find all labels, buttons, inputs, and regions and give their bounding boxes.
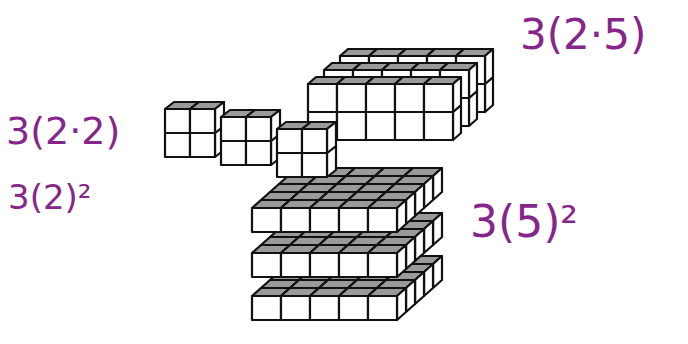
cube-face xyxy=(277,153,302,177)
cube-face xyxy=(221,117,246,141)
block-2x2 xyxy=(221,110,280,165)
cube-face xyxy=(433,213,442,245)
cube-face xyxy=(424,264,433,296)
cube-face xyxy=(281,253,310,277)
cube-face xyxy=(327,122,336,153)
cube-face xyxy=(485,49,493,84)
cube-face xyxy=(246,117,271,141)
cube-face xyxy=(395,112,424,140)
cube-face xyxy=(252,208,281,232)
cube-face xyxy=(310,208,339,232)
cube-face xyxy=(424,221,433,253)
cube-face xyxy=(281,208,310,232)
cube-face xyxy=(310,296,339,320)
cube-face xyxy=(368,296,397,320)
cube-face xyxy=(424,112,453,140)
handwritten-label: 3(2)² xyxy=(8,180,91,214)
cube-face xyxy=(337,112,366,140)
handwritten-label: 3(5)² xyxy=(470,200,578,244)
cube-face xyxy=(339,253,368,277)
cube-face xyxy=(424,84,453,112)
cube-face xyxy=(252,296,281,320)
cube-face xyxy=(302,153,327,177)
cube-face xyxy=(424,176,433,208)
cube-face xyxy=(190,109,215,133)
cube-face xyxy=(339,208,368,232)
cube-face xyxy=(165,109,190,133)
cube-face xyxy=(415,272,424,304)
cube-face xyxy=(415,229,424,261)
cube-face xyxy=(433,168,442,200)
cube-face xyxy=(252,253,281,277)
block-2x2 xyxy=(277,122,336,177)
cube-face xyxy=(277,129,302,153)
cube-face xyxy=(415,184,424,216)
cube-face xyxy=(339,296,368,320)
cube-face xyxy=(406,280,415,312)
cube-face xyxy=(165,133,190,157)
cube-face xyxy=(308,84,337,112)
cube-face xyxy=(337,84,366,112)
handwritten-label: 3(2·2) xyxy=(6,112,120,150)
cube-face xyxy=(397,200,406,232)
handwritten-label: 3(2·5) xyxy=(520,14,646,56)
cube-face xyxy=(221,141,246,165)
cube-face xyxy=(310,253,339,277)
cube-face xyxy=(281,296,310,320)
cube-face xyxy=(433,256,442,288)
cube-face xyxy=(368,253,397,277)
cube-face xyxy=(246,141,271,165)
cube-face xyxy=(302,129,327,153)
cube-face xyxy=(469,63,477,98)
cube-face xyxy=(190,133,215,157)
cube-face xyxy=(366,84,395,112)
cube-face xyxy=(397,288,406,320)
cube-face xyxy=(406,192,415,224)
block-2x2 xyxy=(165,102,224,157)
cube-face xyxy=(395,84,424,112)
cube-face xyxy=(453,77,461,112)
cube-face xyxy=(368,208,397,232)
cube-face xyxy=(397,245,406,277)
cube-face xyxy=(366,112,395,140)
cube-face xyxy=(406,237,415,269)
